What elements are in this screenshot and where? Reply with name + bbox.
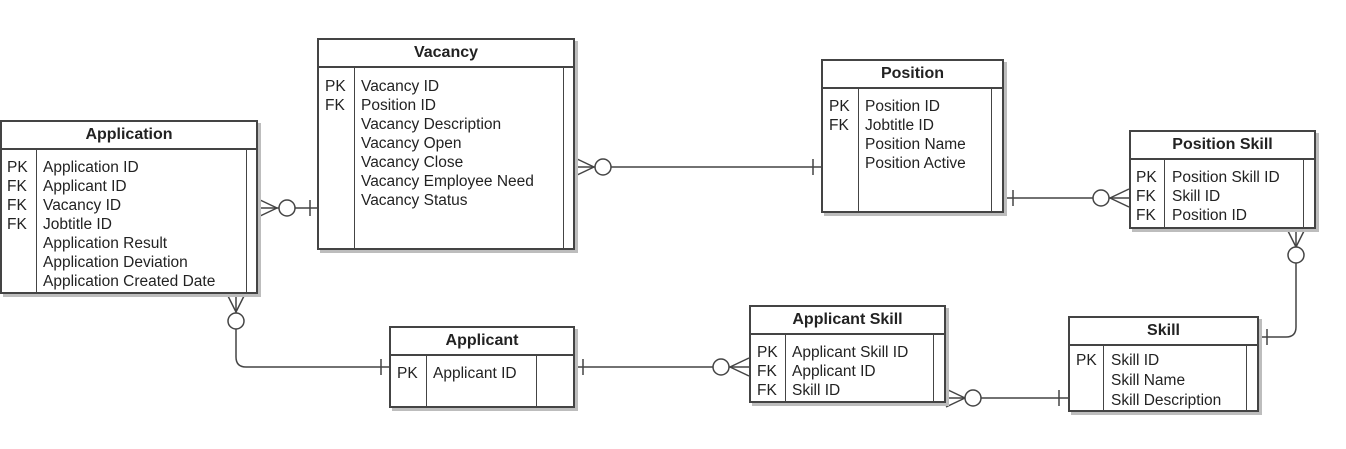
attribute: Skill ID [1111,352,1160,369]
connector-positionskill-skill [1259,228,1306,345]
attribute: Position ID [1172,207,1247,224]
attribute: Vacancy Open [361,135,462,152]
connector-application-vacancy [257,198,318,218]
entity-applicant[interactable]: Applicant PK Applicant ID [389,326,575,408]
attribute: Vacancy ID [361,78,440,95]
connector-applicant-applicantskill [575,357,750,377]
key-label: PK [1136,169,1157,186]
attribute: Application Result [43,235,168,252]
attribute: Position Name [865,136,966,153]
attribute: Position ID [865,98,940,115]
attribute: Jobtitle ID [43,216,112,233]
entity-position-skill[interactable]: Position Skill PK FK FK Position Skill I… [1129,130,1316,229]
key-label: PK [1076,352,1097,369]
attribute: Vacancy Description [361,116,502,133]
key-label: FK [7,178,27,195]
right-column-divider [933,333,934,401]
connector-application-applicant [226,293,389,375]
entity-applicant-skill[interactable]: Applicant Skill PK FK FK Applicant Skill… [749,305,946,403]
entity-title: Application [2,122,256,150]
attribute: Applicant ID [792,363,876,380]
attribute: Skill ID [1172,188,1221,205]
entity-title: Vacancy [319,40,573,68]
key-label: FK [829,117,849,134]
connector-applicantskill-skill [945,388,1068,408]
attribute: Applicant Skill ID [792,344,909,361]
attribute: Skill Description [1111,392,1222,409]
entity-vacancy[interactable]: Vacancy PK FK Vacancy ID Position ID Vac… [317,38,575,250]
attribute: Skill Name [1111,372,1186,389]
attribute: Application Created Date [43,273,216,290]
key-column-divider [36,148,37,292]
entity-title: Applicant Skill [751,307,944,335]
attribute: Application Deviation [43,254,188,271]
key-label: FK [1136,188,1156,205]
right-column-divider [1303,158,1304,227]
entity-title: Applicant [391,328,573,356]
right-column-divider [1246,344,1247,410]
key-label: FK [7,216,27,233]
attribute: Application ID [43,159,139,176]
attribute: Vacancy ID [43,197,122,214]
connector-position-positionskill [1004,188,1130,208]
key-column-divider [354,66,355,248]
key-label: FK [757,382,777,399]
connector-vacancy-position [574,157,821,177]
key-label: FK [1136,207,1156,224]
entity-application[interactable]: Application PK FK FK FK Application ID A… [0,120,258,294]
key-label: FK [757,363,777,380]
key-label: PK [829,98,850,115]
entity-title: Position [823,61,1002,89]
attribute: Vacancy Status [361,192,468,209]
key-label: PK [397,365,418,382]
key-column-divider [1103,344,1104,410]
right-column-divider [246,148,247,292]
key-column-divider [426,354,427,406]
right-column-divider [563,66,564,248]
entity-title: Skill [1070,318,1257,346]
attribute: Position Active [865,155,966,172]
attribute: Vacancy Close [361,154,464,171]
key-label: FK [325,97,345,114]
key-label: PK [325,78,346,95]
entity-skill[interactable]: Skill PK Skill ID Skill Name Skill Descr… [1068,316,1259,412]
attribute: Position ID [361,97,436,114]
attribute: Applicant ID [433,365,517,382]
attribute: Position Skill ID [1172,169,1280,186]
attribute: Vacancy Employee Need [361,173,534,190]
key-column-divider [1164,158,1165,227]
key-label: FK [7,197,27,214]
right-column-divider [536,354,537,406]
attribute: Skill ID [792,382,841,399]
attribute: Applicant ID [43,178,127,195]
key-label: PK [757,344,778,361]
entity-title: Position Skill [1131,132,1314,160]
attribute: Jobtitle ID [865,117,934,134]
right-column-divider [991,87,992,211]
entity-position[interactable]: Position PK FK Position ID Jobtitle ID P… [821,59,1004,213]
key-column-divider [858,87,859,211]
key-label: PK [7,159,28,176]
key-column-divider [785,333,786,401]
